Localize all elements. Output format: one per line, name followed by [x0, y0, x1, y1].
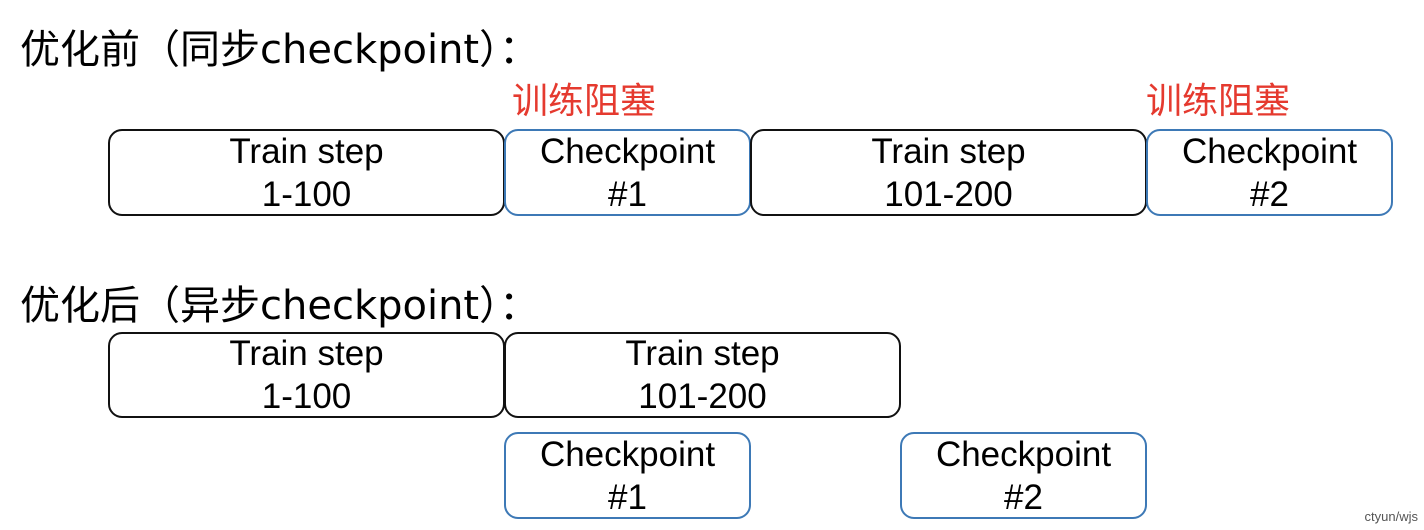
train-step-range: 1-100 — [261, 174, 352, 214]
blocking-label-2: 训练阻塞 — [1146, 81, 1291, 122]
checkpoint-box: Checkpoint #2 — [1146, 129, 1393, 216]
heading-before: 优化前（同步checkpoint）： — [20, 27, 540, 73]
checkpoint-number: #2 — [1250, 174, 1289, 214]
checkpoint-label: Checkpoint — [1181, 131, 1358, 171]
checkpoint-box: Checkpoint #2 — [900, 432, 1147, 519]
checkpoint-number: #1 — [608, 477, 647, 517]
checkpoint-number: #1 — [608, 174, 647, 214]
train-step-label: Train step — [871, 131, 1026, 171]
train-step-box: Train step 101-200 — [750, 129, 1147, 216]
checkpoint-label: Checkpoint — [539, 131, 716, 171]
train-step-range: 101-200 — [884, 174, 1013, 214]
train-step-range: 101-200 — [638, 377, 767, 416]
checkpoint-label: Checkpoint — [935, 434, 1112, 474]
checkpoint-box: Checkpoint #1 — [504, 129, 751, 216]
heading-after: 优化后（异步checkpoint）： — [20, 283, 540, 329]
train-step-label: Train step — [229, 334, 384, 373]
checkpoint-box: Checkpoint #1 — [504, 432, 751, 519]
blocking-label-1: 训练阻塞 — [512, 81, 657, 122]
train-step-range: 1-100 — [261, 377, 352, 416]
checkpoint-number: #2 — [1004, 477, 1043, 517]
train-step-box: Train step 101-200 — [504, 332, 901, 418]
watermark: ctyun/wjs — [1364, 509, 1418, 524]
train-step-label: Train step — [229, 131, 384, 171]
train-step-box: Train step 1-100 — [108, 332, 505, 418]
train-step-label: Train step — [625, 334, 780, 373]
train-step-box: Train step 1-100 — [108, 129, 505, 216]
checkpoint-label: Checkpoint — [539, 434, 716, 474]
